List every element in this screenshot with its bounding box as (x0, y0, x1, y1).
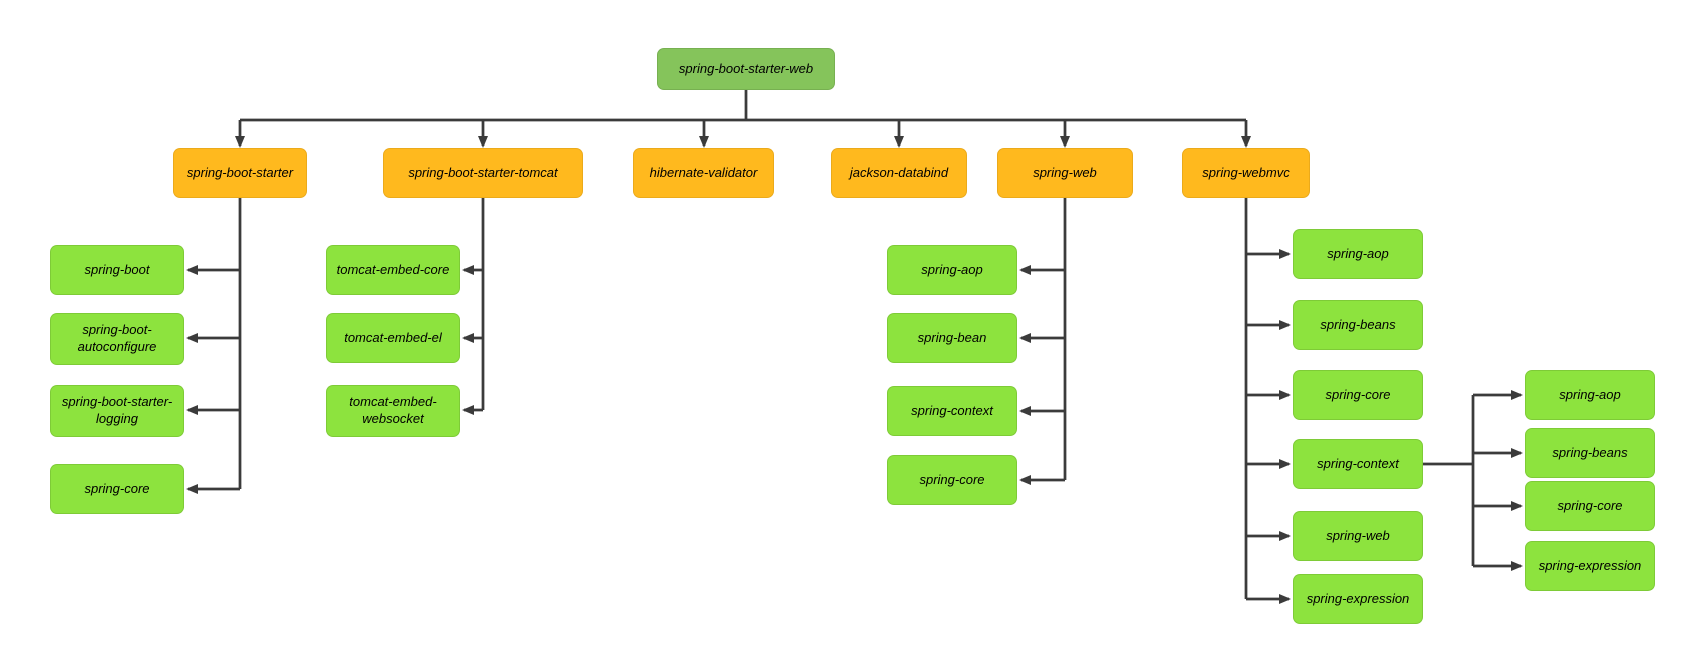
node-web-spring-aop: spring-aop (887, 245, 1017, 295)
node-webmvc-spring-expression: spring-expression (1293, 574, 1423, 624)
node-jackson-databind: jackson-databind (831, 148, 967, 198)
node-spring-boot-starter: spring-boot-starter (173, 148, 307, 198)
node-webmvc-spring-beans: spring-beans (1293, 300, 1423, 350)
node-webmvc-spring-aop: spring-aop (1293, 229, 1423, 279)
node-context-spring-beans: spring-beans (1525, 428, 1655, 478)
node-web-spring-bean: spring-bean (887, 313, 1017, 363)
node-spring-web: spring-web (997, 148, 1133, 198)
node-context-spring-core: spring-core (1525, 481, 1655, 531)
node-spring-webmvc: spring-webmvc (1182, 148, 1310, 198)
node-context-spring-expression: spring-expression (1525, 541, 1655, 591)
node-starter-spring-core: spring-core (50, 464, 184, 514)
node-context-spring-aop: spring-aop (1525, 370, 1655, 420)
node-webmvc-spring-web: spring-web (1293, 511, 1423, 561)
node-webmvc-spring-core: spring-core (1293, 370, 1423, 420)
node-spring-boot-starter-web: spring-boot-starter-web (657, 48, 835, 90)
node-webmvc-spring-context: spring-context (1293, 439, 1423, 489)
node-spring-boot-autoconfigure: spring-boot- autoconfigure (50, 313, 184, 365)
node-web-spring-core: spring-core (887, 455, 1017, 505)
node-tomcat-embed-core: tomcat-embed-core (326, 245, 460, 295)
node-web-spring-context: spring-context (887, 386, 1017, 436)
node-tomcat-embed-websocket: tomcat-embed- websocket (326, 385, 460, 437)
node-hibernate-validator: hibernate-validator (633, 148, 774, 198)
node-spring-boot-starter-logging: spring-boot-starter- logging (50, 385, 184, 437)
node-spring-boot: spring-boot (50, 245, 184, 295)
node-tomcat-embed-el: tomcat-embed-el (326, 313, 460, 363)
node-spring-boot-starter-tomcat: spring-boot-starter-tomcat (383, 148, 583, 198)
